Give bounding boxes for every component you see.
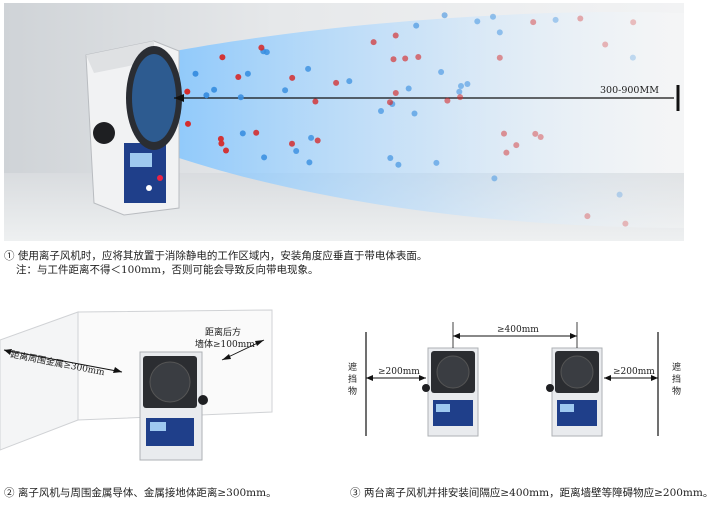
caption-3: ③ 两台离子风机并排安装间隔应≥400mm，距离墙壁等障碍物应≥200mm。 (350, 487, 713, 499)
label-between: ≥400mm (497, 325, 539, 335)
ion-dot (458, 83, 464, 89)
obstacle-right-c2: 挡 (672, 373, 681, 385)
ion-dot (293, 148, 300, 154)
ion-dot (218, 140, 225, 147)
airflow-beam (164, 12, 684, 229)
obstacle-right-c1: 遮 (672, 361, 681, 373)
ion-dot (530, 19, 537, 26)
ion-dot (289, 74, 296, 81)
ion-dot (532, 130, 539, 137)
ion-dot (413, 22, 420, 29)
ion-dot (490, 13, 496, 20)
caption-1-line1: ① 使用离子风机时，应将其放置于消除静电的工作区域内，安装角度应垂直于带电体表面… (4, 250, 428, 262)
ion-dot (474, 18, 481, 25)
ion-dot (387, 155, 394, 161)
ion-dot (501, 130, 507, 137)
ion-dot (192, 70, 199, 77)
mount-knob (93, 122, 115, 144)
ion-dot (392, 90, 399, 96)
obstacle-left-c3: 物 (348, 385, 357, 397)
obstacle-right-c3: 物 (672, 385, 681, 397)
ion-dot (457, 94, 464, 101)
ion-dot (244, 70, 251, 77)
ion-dot (411, 110, 418, 117)
ion-dot (402, 55, 409, 62)
ion-dot (602, 41, 609, 48)
obstacle-left-c1: 遮 (348, 361, 357, 373)
hero-svg: 300-900MM (4, 12, 684, 241)
ion-dot (622, 220, 629, 227)
ion-dot (253, 129, 260, 136)
ion-dot (496, 29, 503, 36)
control-panel (124, 143, 166, 203)
ion-dot (387, 99, 393, 106)
ion-dot (629, 54, 636, 61)
ion-dot (378, 108, 384, 114)
label-right-clearance: ≥200mm (613, 367, 655, 377)
label-left-clearance: ≥200mm (378, 367, 420, 377)
ion-dot (237, 94, 244, 101)
label-back-2: 墙体≥100mm (195, 338, 255, 350)
ion-dot (503, 149, 510, 156)
ion-dot (577, 15, 584, 22)
caption-2: ② 离子风机与周围金属导体、金属接地体距离≥300mm。 (4, 487, 277, 499)
ion-dot (456, 88, 463, 95)
ion-dot (405, 85, 412, 92)
ion-dot (415, 54, 422, 60)
ion-dot (496, 54, 503, 61)
ion-dot (312, 98, 319, 105)
ion-dot (392, 32, 399, 39)
ion-dot (616, 191, 623, 198)
obstacle-left-c2: 挡 (348, 373, 357, 385)
ion-dot (444, 97, 451, 104)
fan-device-left (422, 347, 479, 437)
hero-illustration: 300-900MM (4, 3, 684, 241)
ion-dot (305, 65, 312, 72)
ion-dot (289, 140, 295, 147)
fan-device (85, 40, 182, 216)
ion-dot (491, 175, 498, 182)
ion-dot (441, 12, 448, 19)
ion-dot (185, 120, 191, 127)
ion-dot (395, 161, 402, 168)
ion-dot (370, 39, 377, 46)
ion-dot (203, 92, 210, 99)
ion-dot (261, 154, 268, 161)
ion-dot (433, 159, 440, 166)
ion-dot (184, 88, 191, 95)
distance-label: 300-900MM (600, 85, 659, 96)
ion-dot (219, 54, 226, 61)
fan-device-right (546, 347, 603, 437)
ion-dot (438, 69, 445, 75)
ion-dot (282, 87, 289, 94)
diagram-clearance-metal: 距离周围金属≥300mm 距离后方 墙体≥100mm (0, 309, 273, 461)
diagram-side-by-side: 遮 挡 物 遮 挡 物 ≥400mm ≥200mm ≥200mm (348, 322, 681, 437)
ion-dot (239, 130, 246, 137)
ion-dot (333, 79, 340, 86)
ion-dot (314, 137, 321, 144)
label-back-1: 距离后方 (205, 326, 241, 338)
ion-dot (537, 134, 544, 140)
ion-dot (464, 81, 471, 87)
ion-dot (584, 213, 591, 220)
ion-dot (390, 56, 397, 63)
ion-dot (235, 74, 242, 80)
ion-dot (346, 78, 353, 85)
ion-dots (184, 12, 637, 227)
side-wall (0, 311, 79, 451)
ion-dot (308, 134, 315, 141)
caption-1-line2: 注：与工件距离不得＜100mm，否则可能会导致反向带电现象。 (16, 264, 319, 276)
ion-dot (630, 19, 637, 26)
ion-dot (552, 16, 559, 23)
ion-dot (217, 135, 224, 142)
ion-dot (306, 159, 313, 166)
ion-dot (211, 86, 218, 93)
ion-dot (223, 147, 229, 154)
fan-device-2 (139, 351, 208, 461)
ion-dot (258, 44, 265, 51)
ion-dot (513, 142, 520, 149)
